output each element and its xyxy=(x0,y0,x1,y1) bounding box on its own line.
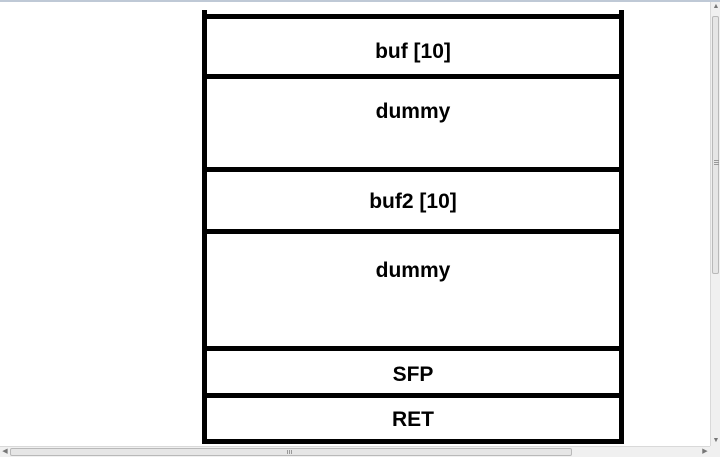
cell-divider xyxy=(202,346,624,351)
triangle-right-icon[interactable]: ▶ xyxy=(702,448,708,455)
triangle-left-icon[interactable]: ◀ xyxy=(2,448,8,455)
cell-label-ret: RET xyxy=(392,408,434,431)
vertical-scroll-thumb[interactable] xyxy=(712,16,719,274)
cell-divider xyxy=(202,74,624,79)
stack-right-border xyxy=(619,10,624,444)
triangle-up-icon[interactable]: ▲ xyxy=(712,3,720,10)
cell-label-sfp: SFP xyxy=(392,363,434,386)
grip-icon xyxy=(714,160,719,166)
cell-label-dummy-1: dummy xyxy=(375,100,451,123)
cell-label-buf: buf [10] xyxy=(375,40,451,63)
window-top-edge xyxy=(0,0,720,2)
triangle-down-icon[interactable]: ▼ xyxy=(712,437,720,444)
vertical-scrollbar[interactable]: ▲ ▼ xyxy=(710,2,720,446)
cell-label-buf2: buf2 [10] xyxy=(369,190,457,213)
scrollbar-corner xyxy=(710,446,720,457)
cell-divider xyxy=(202,14,624,19)
grip-icon xyxy=(287,450,293,454)
stack-left-border xyxy=(202,10,207,444)
document-canvas: buf [10] dummy buf2 [10] dummy SFP RET xyxy=(0,2,710,446)
cell-divider xyxy=(202,229,624,234)
cell-divider xyxy=(202,439,624,444)
cell-divider xyxy=(202,393,624,398)
horizontal-scrollbar[interactable]: ◀ ▶ xyxy=(0,446,710,457)
memory-stack-diagram: buf [10] dummy buf2 [10] dummy SFP RET xyxy=(202,10,624,444)
cell-divider xyxy=(202,167,624,172)
horizontal-scroll-thumb[interactable] xyxy=(10,448,572,456)
cell-label-dummy-2: dummy xyxy=(375,259,451,282)
